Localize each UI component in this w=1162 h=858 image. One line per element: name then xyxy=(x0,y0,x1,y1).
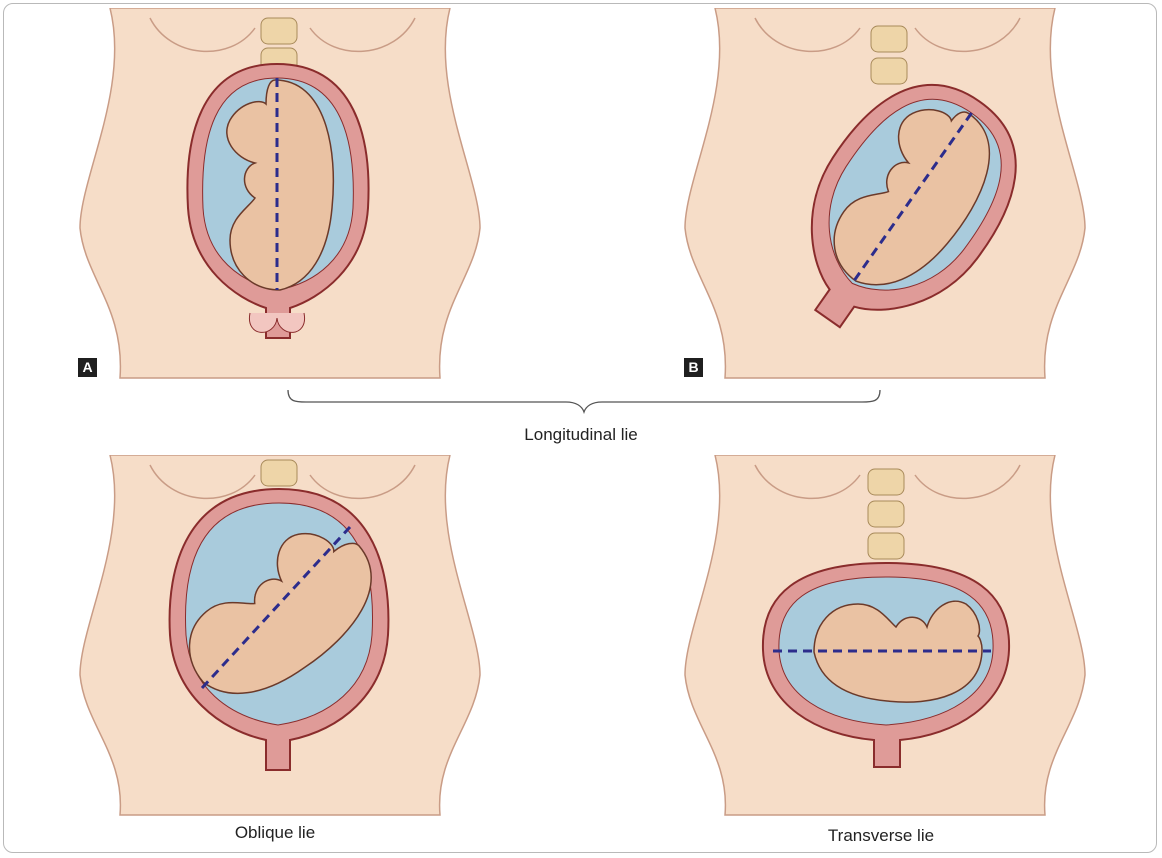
longitudinal-lie-caption: Longitudinal lie xyxy=(524,425,637,445)
transverse-lie-caption: Transverse lie xyxy=(828,826,934,846)
panel-b-longitudinal-diagonal xyxy=(675,8,1095,388)
vertebra xyxy=(871,26,907,52)
vertebra xyxy=(868,533,904,559)
vertebra xyxy=(261,460,297,486)
vertebra xyxy=(868,501,904,527)
oblique-lie-caption: Oblique lie xyxy=(235,823,315,843)
longitudinal-brace xyxy=(286,388,882,414)
vertebra xyxy=(261,18,297,44)
panel-oblique-lie xyxy=(70,455,490,820)
vertebra xyxy=(871,58,907,84)
vertebra xyxy=(868,469,904,495)
panel-b-badge: B xyxy=(684,358,703,377)
panel-transverse-lie xyxy=(675,455,1095,820)
panel-a-longitudinal-vertical xyxy=(70,8,490,388)
panel-a-badge: A xyxy=(78,358,97,377)
